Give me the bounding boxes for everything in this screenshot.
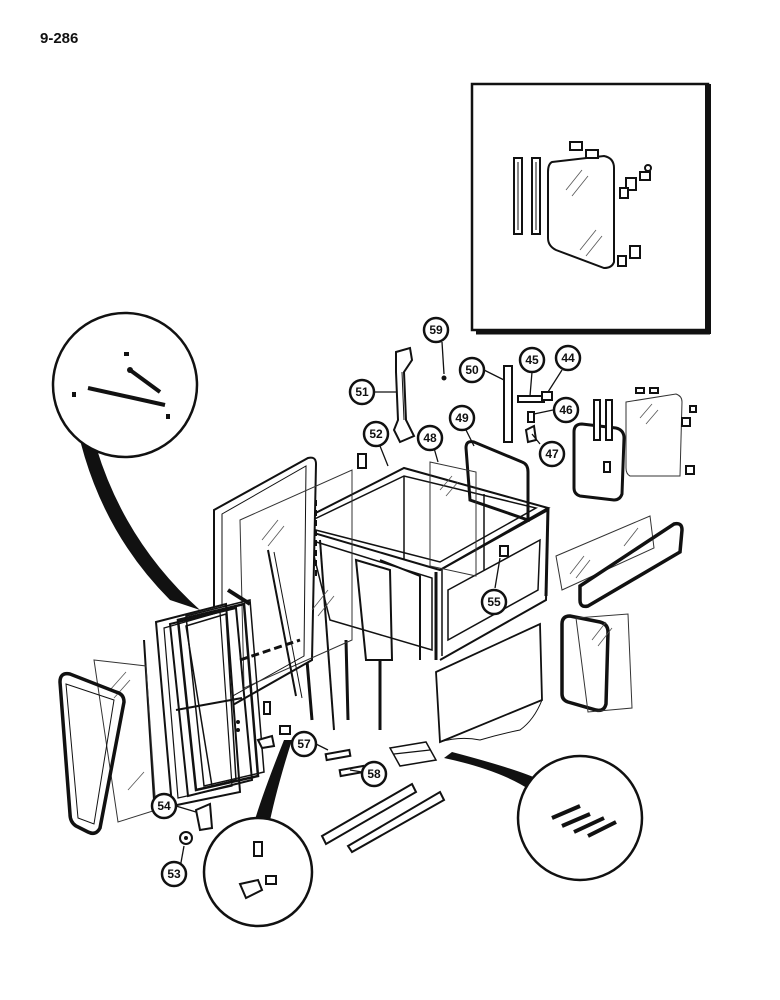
left-door-assembly [213, 456, 353, 712]
callout-44: 44 [554, 344, 582, 372]
svg-text:50: 50 [465, 363, 479, 377]
callout-54: 54 [150, 792, 178, 820]
svg-text:58: 58 [367, 767, 381, 781]
magnified-detail-top-left [51, 311, 200, 610]
page-number: 9-286 [40, 30, 79, 47]
right-side-glass [555, 515, 684, 713]
callout-46: 46 [552, 396, 580, 424]
callout-45: 45 [518, 346, 546, 374]
left-side-glass [58, 659, 157, 836]
magnified-detail-bottom-left [202, 740, 314, 928]
svg-text:55: 55 [487, 595, 501, 609]
callout-59: 59 [422, 316, 450, 344]
svg-text:51: 51 [355, 385, 369, 399]
callout-57: 57 [290, 730, 318, 758]
small-parts [179, 346, 553, 845]
front-door-frames [143, 599, 265, 808]
svg-text:57: 57 [297, 737, 311, 751]
rear-window-parts [429, 387, 697, 577]
magnified-detail-bottom-right [444, 752, 644, 882]
callout-47: 47 [538, 440, 566, 468]
callout-48: 48 [416, 424, 444, 452]
svg-text:59: 59 [429, 323, 443, 337]
svg-text:52: 52 [369, 427, 383, 441]
svg-text:47: 47 [545, 447, 559, 461]
callout-55: 55 [480, 588, 508, 616]
svg-text:53: 53 [167, 867, 181, 881]
callout-53: 53 [160, 860, 188, 888]
callout-50: 50 [458, 356, 486, 384]
svg-text:45: 45 [525, 353, 539, 367]
inset-detail-box [470, 82, 711, 335]
callout-52: 52 [362, 420, 390, 448]
callout-51: 51 [348, 378, 376, 406]
callout-49: 49 [448, 404, 476, 432]
svg-text:44: 44 [561, 351, 575, 365]
svg-text:54: 54 [157, 799, 171, 813]
svg-text:48: 48 [423, 431, 437, 445]
floor-parts [320, 622, 543, 854]
cab-frame [287, 466, 551, 731]
svg-text:49: 49 [455, 411, 469, 425]
svg-text:46: 46 [559, 403, 573, 417]
callout-58: 58 [360, 760, 388, 788]
